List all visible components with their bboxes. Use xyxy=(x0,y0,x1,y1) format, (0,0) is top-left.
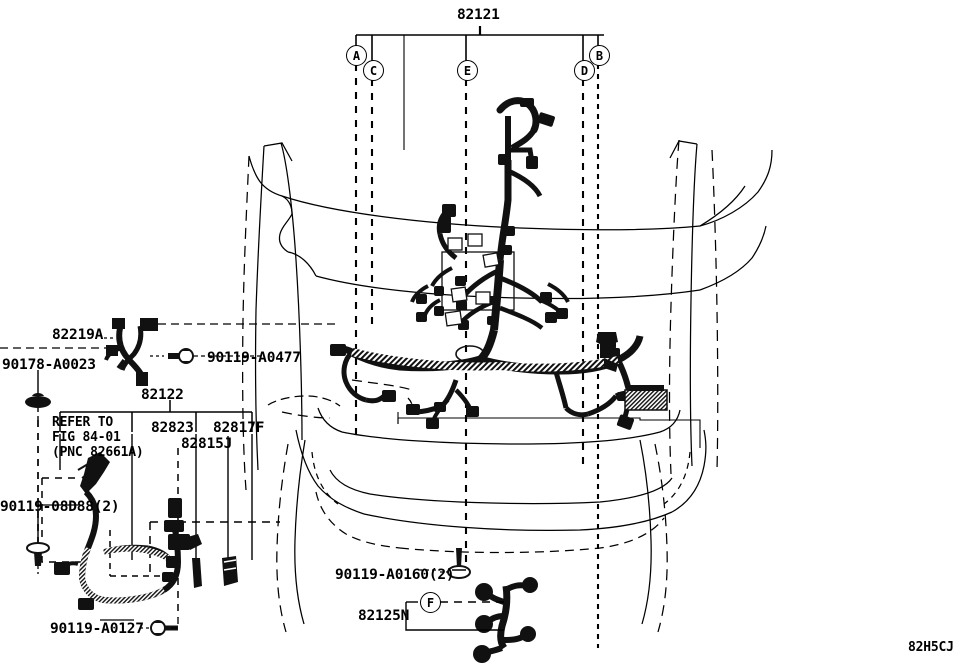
harness-82122-connectors xyxy=(54,498,202,610)
top-bracket-82121 xyxy=(355,26,604,150)
refer-note-line2: FIG 84-01 xyxy=(52,430,121,445)
part-label-90119-08d88: 90119-08D88(2) xyxy=(0,499,120,515)
part-label-82815j: 82815J xyxy=(181,436,233,452)
callout-f: F xyxy=(420,592,441,613)
callout-leader-lines xyxy=(354,64,600,648)
leader-82125n xyxy=(405,601,504,631)
part-82817f-clip xyxy=(222,556,238,586)
part-82125n-terminals xyxy=(473,577,538,663)
part-label-90119-a0160: 90119-A0160(2) xyxy=(335,567,455,583)
grommet-90178-a0023 xyxy=(25,370,51,560)
sheet-code: 82H5CJ xyxy=(908,640,954,655)
refer-fig-84-01-connector xyxy=(77,452,110,494)
part-label-82817f: 82817F xyxy=(213,420,265,436)
part-label-82122: 82122 xyxy=(141,387,184,403)
part-82219a xyxy=(104,318,158,386)
part-label-82121: 82121 xyxy=(457,7,500,23)
harness-right-connector-82817f xyxy=(624,385,668,411)
callout-c: C xyxy=(363,60,384,81)
bolt-90119-08d88 xyxy=(26,518,50,574)
right-side-component xyxy=(596,332,618,372)
hood-panel-lines xyxy=(397,412,701,448)
harness-junction-box xyxy=(441,233,515,363)
harness-82122-sleeve xyxy=(78,545,170,604)
bolt-90119-a0160 xyxy=(440,548,471,579)
part-label-90119-a0127: 90119-A0127 xyxy=(50,621,144,637)
callout-d: D xyxy=(574,60,595,81)
part-label-90119-a0477: 90119-A0477 xyxy=(207,350,301,366)
part-label-82125n: 82125N xyxy=(358,608,410,624)
part-label-82823: 82823 xyxy=(151,420,194,436)
part-label-90178-a0023: 90178-A0023 xyxy=(2,357,96,373)
leader-dashes-misc xyxy=(37,504,440,629)
vehicle-body-outline xyxy=(242,139,773,633)
leader-82219a xyxy=(0,323,340,349)
bolt-90119-a0477 xyxy=(150,348,262,364)
callout-b: B xyxy=(589,45,610,66)
part-82815j xyxy=(192,558,202,588)
callout-a: A xyxy=(346,45,367,66)
part-label-82219a: 82219A xyxy=(52,327,104,343)
refer-note-line1: REFER TO xyxy=(52,415,114,430)
bracket-82122 xyxy=(59,400,253,432)
callout-e: E xyxy=(457,60,478,81)
refer-note-line3: (PNC 82661A) xyxy=(52,445,144,460)
harness-connector-blocks xyxy=(330,98,635,430)
